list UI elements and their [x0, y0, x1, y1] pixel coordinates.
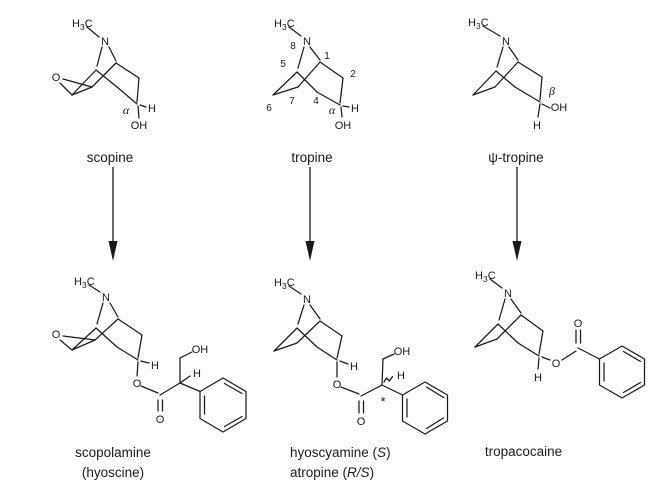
nitrogen-label: N	[101, 36, 109, 48]
hydroxyl-label: OH	[335, 120, 352, 132]
nitrogen-label: N	[502, 36, 510, 48]
chiral-hydrogen-label: H	[193, 368, 201, 380]
n-methyl-label: H3C	[475, 270, 496, 284]
chiral-hydrogen-label: H	[397, 370, 405, 382]
scopine-structure: H3C N O α H OH	[30, 5, 180, 150]
locant-2: 2	[350, 69, 356, 80]
alpha-label: α	[123, 103, 130, 117]
carbonyl-oxygen-label: O	[156, 414, 165, 426]
n-methyl-label: H3C	[74, 276, 95, 290]
tropacocaine-structure: H3C N H O O	[455, 265, 655, 440]
hydroxymethyl-oh-label: OH	[394, 346, 411, 358]
carbonyl-oxygen-label: O	[574, 318, 583, 330]
atropine-name: atropine (R/S)	[290, 464, 375, 480]
n-methyl-label: H3C	[72, 18, 93, 32]
nitrogen-label: N	[303, 36, 311, 48]
locant-4: 4	[313, 96, 319, 107]
ester-oxygen-label: O	[133, 378, 142, 390]
scopolamine-bonds	[59, 284, 247, 433]
hydroxymethyl-oh-label: OH	[192, 344, 209, 356]
psi-tropine-caption: ψ-tropine	[488, 150, 544, 165]
psi-tropine-bonds	[472, 25, 551, 118]
epoxide-oxygen-label: O	[52, 329, 61, 341]
chiral-center-asterisk: *	[380, 394, 385, 409]
locant-1: 1	[324, 51, 330, 62]
c3-hydrogen-label: H	[351, 103, 359, 115]
scopolamine-name: scopolamine	[75, 445, 151, 460]
psi-tropine-structure: H3C N β OH H	[450, 5, 580, 150]
c3-hydrogen-label: H	[350, 361, 358, 373]
down-arrow-icon-tropine	[302, 163, 318, 268]
beta-label: β	[548, 84, 555, 98]
n-methyl-label: H3C	[274, 277, 295, 291]
c3-hydrogen-label: H	[533, 120, 541, 132]
tropine-caption: tropine	[291, 150, 333, 165]
hyoscyamine-structure: H3C N H O O OH H *	[255, 270, 465, 445]
tropacocaine-bonds	[474, 278, 646, 399]
hydroxyl-label: OH	[551, 102, 568, 114]
down-arrow-icon-scopine	[105, 163, 121, 268]
n-methyl-label: H3C	[274, 18, 295, 32]
locant-7: 7	[289, 96, 295, 107]
c3-hydrogen-label: H	[151, 360, 159, 372]
nitrogen-label: N	[303, 294, 311, 306]
tropine-structure: H3C N 8 1 5 2 4 7 6 α H OH	[250, 5, 380, 150]
scopolamine-structure: H3C N O H O O OH H	[30, 270, 260, 445]
n-methyl-label: H3C	[468, 17, 489, 31]
hyoscyamine-bonds	[273, 285, 449, 435]
locant-5: 5	[280, 59, 286, 70]
locant-6: 6	[266, 103, 272, 114]
scopolamine-synonym: (hyoscine)	[81, 464, 145, 480]
alpha-label: α	[329, 103, 336, 117]
tropacocaine-caption: tropacocaine	[484, 444, 563, 459]
nitrogen-label: N	[102, 292, 110, 304]
ester-oxygen-label: O	[552, 358, 561, 370]
scopolamine-caption: scopolamine (hyoscine)	[43, 443, 183, 482]
scopine-caption: scopine	[86, 150, 134, 165]
hydroxyl-label: OH	[131, 120, 148, 132]
hyoscyamine-caption: hyoscyamine (S) atropine (R/S)	[290, 443, 440, 482]
carbonyl-oxygen-label: O	[357, 416, 366, 428]
c3-hydrogen-label: H	[534, 372, 542, 384]
locant-8: 8	[290, 41, 296, 52]
c3-hydrogen-label: H	[148, 103, 156, 115]
down-arrow-icon-psi-tropine	[509, 163, 525, 268]
nitrogen-label: N	[504, 288, 512, 300]
tropine-bonds	[272, 26, 350, 118]
hyoscyamine-name: hyoscyamine (S)	[290, 445, 391, 460]
epoxide-oxygen-label: O	[52, 72, 61, 84]
ester-oxygen-label: O	[333, 379, 342, 391]
scopine-bonds	[59, 26, 147, 119]
